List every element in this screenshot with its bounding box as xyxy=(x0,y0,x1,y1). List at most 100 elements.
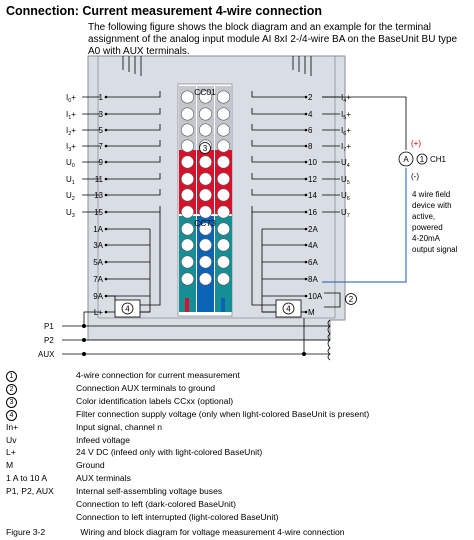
ground-connection xyxy=(324,292,357,308)
left-signal-label: I3+ xyxy=(66,142,76,153)
legend-text: AUX terminals xyxy=(76,473,131,484)
legend-symbol: L+ xyxy=(6,447,16,458)
legend-text: 4-wire connection for current measuremen… xyxy=(76,370,240,380)
terminal-screw xyxy=(217,123,231,137)
left-terminal-wiring xyxy=(82,91,161,326)
right-terminal-number: 16 xyxy=(308,208,317,217)
top-wiring xyxy=(122,56,312,76)
terminal-screw xyxy=(199,222,213,236)
legend-symbol: M xyxy=(6,460,14,471)
marker-2: 2 xyxy=(349,295,354,304)
terminal-screw xyxy=(199,90,213,104)
left-terminal-labels: 1I0+3I1+5I2+7I3+9U011U113U215U31A3A5A7A9… xyxy=(66,93,104,317)
right-terminal-number: 6 xyxy=(308,126,313,135)
right-terminal-number: 4 xyxy=(308,110,313,119)
terminal-screw xyxy=(181,255,195,269)
legend-text: Connection AUX terminals to ground xyxy=(76,382,216,393)
terminal-screw xyxy=(181,139,195,153)
terminal-screw xyxy=(217,155,231,169)
legend-text: Ground xyxy=(76,460,105,471)
right-signal-label: U7 xyxy=(341,208,350,219)
terminal-screw xyxy=(181,238,195,252)
right-terminal-number: 10 xyxy=(308,158,317,167)
left-terminal-number: 13 xyxy=(94,191,103,200)
terminal-screw xyxy=(217,238,231,252)
left-terminal-number: 3A xyxy=(93,241,103,250)
legend-symbol: 1 A to 10 A xyxy=(6,473,48,484)
right-terminal-number: 14 xyxy=(308,191,317,200)
device-text-line: output signal xyxy=(412,245,458,254)
field-device-wiring xyxy=(322,96,414,283)
legend-text: Filter connection supply voltage (only w… xyxy=(76,408,370,419)
device-text-line: 4 wire field xyxy=(412,190,450,199)
right-signal-label: U4 xyxy=(341,158,350,169)
left-terminal-number: 9 xyxy=(99,158,104,167)
terminal-screw xyxy=(217,107,231,121)
legend-text: Infeed voltage xyxy=(76,434,130,445)
ammeter-icon: A xyxy=(403,155,409,164)
terminal-screw xyxy=(199,255,213,269)
terminal-screw xyxy=(199,172,213,186)
terminal-screw xyxy=(217,205,231,219)
terminal-screw xyxy=(199,123,213,137)
terminal-screw xyxy=(199,155,213,169)
legend-text: Connection to left interrupted (light-co… xyxy=(76,511,279,522)
marker-3: 3 xyxy=(203,144,208,153)
legend-symbol: P1, P2, AUX xyxy=(6,486,54,497)
left-terminal-number: 5 xyxy=(99,126,104,135)
terminal-screw xyxy=(217,90,231,104)
left-signal-label: I2+ xyxy=(66,126,76,137)
right-terminal-number: 4A xyxy=(308,241,318,250)
filter-box-right: 4 xyxy=(275,299,302,318)
legend-text: Input signal, channel n xyxy=(76,421,163,432)
left-terminal-number: 7A xyxy=(93,275,103,284)
device-text-line: 4-20mA xyxy=(412,234,441,243)
terminal-screw xyxy=(199,238,213,252)
left-terminal-number: 3 xyxy=(99,110,104,119)
bus-lines xyxy=(62,318,331,361)
legend-symbol: 1 xyxy=(6,370,70,382)
terminal-screw xyxy=(181,90,195,104)
left-signal-label: U2 xyxy=(66,191,75,202)
right-terminal-number: 8A xyxy=(308,275,318,284)
bus-label-p2: P2 xyxy=(44,336,54,345)
page-title: Connection: Current measurement 4-wire c… xyxy=(6,4,323,18)
terminal-screw xyxy=(181,222,195,236)
terminal-screw xyxy=(181,155,195,169)
intro-paragraph: The following figure shows the block dia… xyxy=(88,22,458,57)
legend-symbol: 3 xyxy=(6,396,70,408)
terminal-screw xyxy=(217,139,231,153)
left-signal-label: U1 xyxy=(66,175,75,186)
left-signal-label: U0 xyxy=(66,158,75,169)
right-signal-label: U6 xyxy=(341,191,350,202)
terminal-screw xyxy=(181,172,195,186)
left-terminal-number: 9A xyxy=(93,292,103,301)
device-text-line: device with xyxy=(412,201,452,210)
left-signal-label: I0+ xyxy=(66,93,76,104)
terminal-screw xyxy=(217,255,231,269)
channel-label: CH1 xyxy=(430,155,447,164)
legend-symbol: 2 xyxy=(6,383,70,395)
left-terminal-number: 11 xyxy=(95,175,104,184)
caption-number: Figure 3-2 xyxy=(6,527,46,537)
legend-text: Color identification labels CCxx (option… xyxy=(76,395,234,406)
terminal-screw xyxy=(181,107,195,121)
terminal-screw xyxy=(181,272,195,286)
legend-symbol: Uv xyxy=(6,434,17,445)
marker-4-left: 4 xyxy=(125,305,130,314)
legend-text: 24 V DC (infeed only with light-colored … xyxy=(76,447,263,458)
right-signal-label: I5+ xyxy=(341,110,351,121)
plus-label: (+) xyxy=(411,139,421,148)
terminal-screw xyxy=(199,188,213,202)
right-signal-label: U5 xyxy=(341,175,350,186)
terminal-screw xyxy=(199,205,213,219)
right-terminal-number: 2 xyxy=(308,93,313,102)
terminal-screw xyxy=(217,172,231,186)
caption-text: Wiring and block diagram for voltage mea… xyxy=(80,527,345,537)
terminal-screw xyxy=(181,188,195,202)
legend-symbol: In+ xyxy=(6,421,19,432)
bus-label-p1: P1 xyxy=(44,322,54,331)
left-signal-label: I1+ xyxy=(66,110,76,121)
